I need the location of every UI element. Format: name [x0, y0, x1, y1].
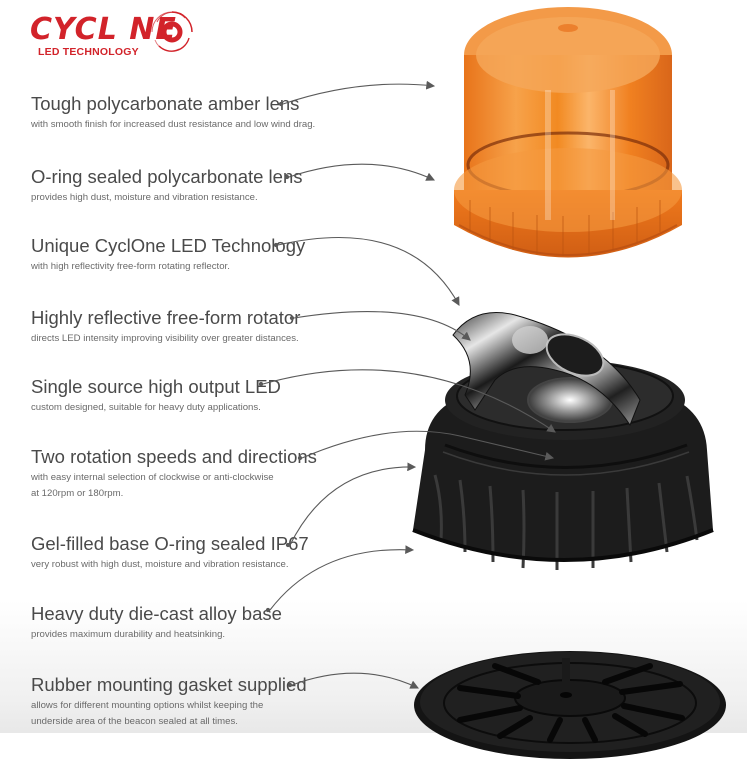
feature-description: with easy internal selection of clockwis…	[31, 472, 274, 483]
feature-title: Rubber mounting gasket supplied	[31, 674, 307, 695]
feature-title: Heavy duty die-cast alloy base	[31, 603, 282, 624]
feature-title: Gel-filled base O-ring sealed IP67	[31, 533, 309, 554]
feature-mounting-gasket: Rubber mounting gasket supplied allows f…	[31, 674, 307, 730]
feature-description: allows for different mounting options wh…	[31, 700, 264, 711]
feature-description: very robust with high dust, moisture and…	[31, 559, 289, 570]
feature-title: Unique CyclOne LED Technology	[31, 235, 306, 256]
feature-title: O-ring sealed polycarbonate lens	[31, 166, 303, 187]
amber-lens-image	[454, 7, 682, 258]
feature-description: directs LED intensity improving visibili…	[31, 333, 299, 344]
feature-title: Single source high output LED	[31, 376, 281, 397]
feature-single-source-led: Single source high output LED custom des…	[31, 376, 281, 416]
feature-description: underside area of the beacon sealed at a…	[31, 716, 238, 727]
feature-title: Two rotation speeds and directions	[31, 446, 317, 467]
feature-diecast-base: Heavy duty die-cast alloy base provides …	[31, 603, 282, 643]
feature-title: Highly reflective free-form rotator	[31, 307, 301, 328]
mounting-gasket-image	[414, 651, 726, 759]
cyclone-logo: CYCL NE LED TECHNOLOGY	[30, 8, 220, 60]
feature-description: provides high dust, moisture and vibrati…	[31, 192, 258, 203]
feature-oring-lens: O-ring sealed polycarbonate lens provide…	[31, 166, 303, 206]
feature-gel-filled-base: Gel-filled base O-ring sealed IP67 very …	[31, 533, 309, 573]
arrow-oring-lens	[284, 163, 435, 181]
feature-cyclone-led: Unique CyclOne LED Technology with high …	[31, 235, 305, 275]
feature-rotator: Highly reflective free-form rotator dire…	[31, 307, 300, 347]
logo-wordmark: CYCL NE	[30, 12, 177, 47]
feature-description: provides maximum durability and heatsink…	[31, 629, 226, 640]
beacon-base-image	[412, 312, 714, 570]
feature-rotation-speeds: Two rotation speeds and directions with …	[31, 446, 317, 502]
feature-description: with smooth finish for increased dust re…	[31, 119, 316, 130]
feature-title: Tough polycarbonate amber lens	[31, 93, 300, 114]
feature-description: at 120rpm or 180rpm.	[31, 488, 124, 499]
feature-description: with high reflectivity free-form rotatin…	[31, 261, 230, 272]
logo-tagline: LED TECHNOLOGY	[38, 46, 139, 58]
swirl-icon	[151, 11, 193, 52]
feature-description: custom designed, suitable for heavy duty…	[31, 402, 261, 413]
feature-amber-lens: Tough polycarbonate amber lens with smoo…	[31, 93, 315, 133]
